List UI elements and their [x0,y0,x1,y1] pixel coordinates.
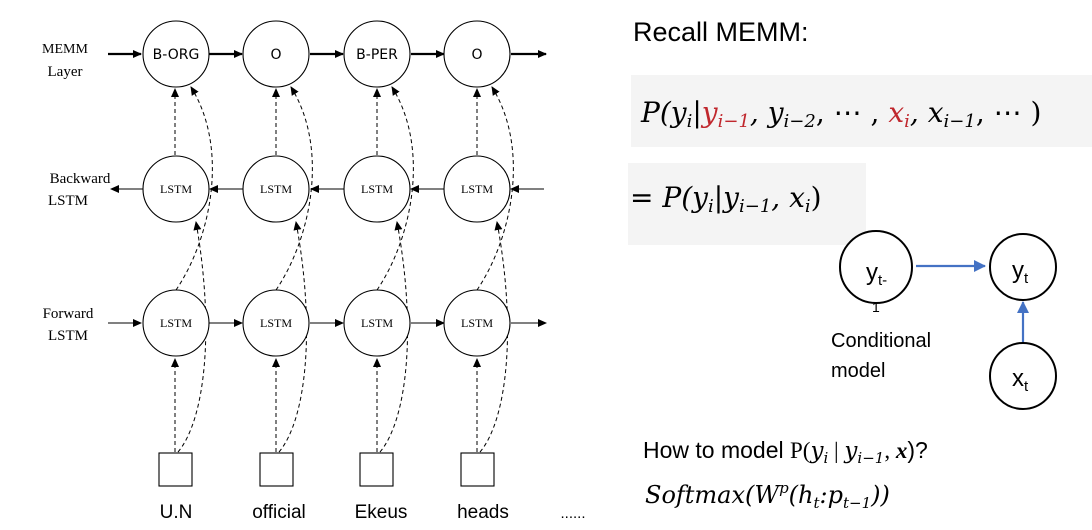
conditional-model-edges [916,260,1029,345]
backward-lstm-label-line2: LSTM [48,193,88,209]
memm-layer-label-line1: MEMM [42,42,88,57]
forward-lstm-node-4-label: LSTM [461,316,493,330]
memm-node-4-label: O [471,47,482,63]
node-y-prev-label: yt- [866,259,887,289]
memm-node-1 [142,20,210,88]
forward-lstm-node-1-label: LSTM [160,316,192,330]
input-box-3 [359,452,394,487]
forward-lstm-node-3-label: LSTM [361,316,393,330]
graph-caption-line1: Conditional [831,330,931,352]
word-1: U.N [160,502,193,523]
formula-2: = P(yi|yi−1, xi) [630,181,822,217]
question-line: How to model P(yi | yi−1, x)? [643,437,928,467]
dashed-vertical-connections [171,88,481,452]
backward-lstm-node-2-label: LSTM [260,182,292,196]
formula-1-background [631,75,1092,147]
node-y-current [989,233,1057,301]
forward-lstm-label-line1: Forward [43,306,94,322]
memm-node-2-label: O [270,47,281,63]
node-y-prev-sub-wrap: 1 [872,299,880,315]
backward-lstm-node-3 [343,155,411,223]
dashed-curved-connections [175,86,514,453]
input-box-2 [259,452,294,487]
graph-caption-line2: model [831,360,885,382]
word-3: Ekeus [355,502,408,523]
forward-lstm-node-1 [142,289,210,357]
node-x-current [989,342,1057,410]
memm-node-3-label: B-PER [356,47,398,63]
forward-lstm-node-2 [242,289,310,357]
word-4: heads [457,502,509,523]
backward-lstm-node-1 [142,155,210,223]
word-2: official [252,502,306,523]
node-x-current-label: xt [1012,365,1029,395]
word-ellipsis: ...... [560,505,585,522]
slide-title: Recall MEMM: [633,17,809,47]
softmax-line: Softmax(Wp(ht:pt−1)) [645,479,890,512]
forward-lstm-node-4 [443,289,511,357]
memm-node-4 [443,20,511,88]
memm-node-3 [343,20,411,88]
node-y-current-label: yt [1012,257,1029,287]
input-box-1 [158,452,193,487]
node-y-prev [839,230,913,304]
formula-1: P(yi|yi−1, yi−2, ⋯ , xi, xi−1, ⋯ ) [640,96,1041,132]
backward-lstm-label-line1: Backward [50,171,111,187]
backward-lstm-node-4 [443,155,511,223]
forward-lstm-node-2-label: LSTM [260,316,292,330]
backward-lstm-node-2 [242,155,310,223]
formula-2-background [628,163,866,245]
backward-lstm-node-1-label: LSTM [160,182,192,196]
forward-lstm-node-3 [343,289,411,357]
backward-lstm-node-4-label: LSTM [461,182,493,196]
memm-layer-label-line2: Layer [48,64,83,80]
input-box-4 [460,452,495,487]
forward-lstm-label-line2: LSTM [48,328,88,344]
memm-node-2 [242,20,310,88]
backward-lstm-node-3-label: LSTM [361,182,393,196]
memm-node-1-label: B-ORG [153,47,200,63]
